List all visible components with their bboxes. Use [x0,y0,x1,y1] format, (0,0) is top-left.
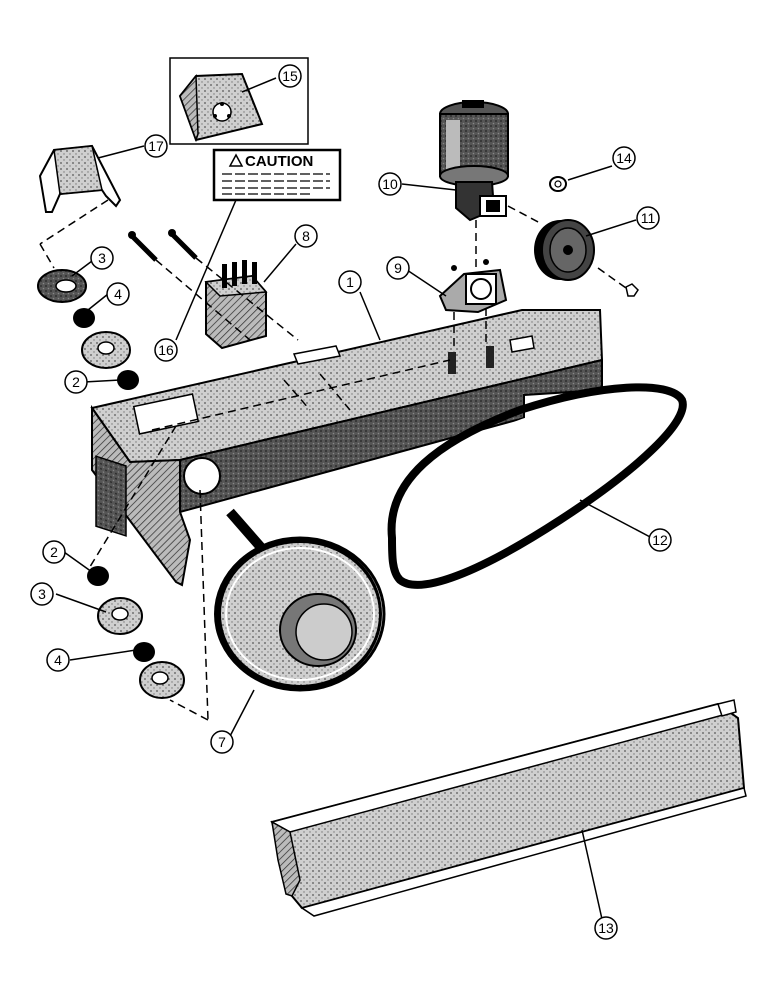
plug-cover [169,57,309,145]
callout-number: 14 [616,150,632,166]
callout-motor-pulley: 11 [636,206,660,230]
callout-circle [338,270,362,294]
callout-number: 16 [158,342,174,358]
bracket [38,144,122,213]
callout-circle [42,540,66,564]
callout-circle [594,916,618,940]
callout-number: 7 [218,734,226,750]
caution-decal: CAUTION [212,148,342,202]
callout-circle [648,528,672,552]
callout-number: 3 [38,586,46,602]
upper-bearing-stack [37,269,139,390]
callout-number: 15 [282,68,298,84]
drive-pulley [214,508,386,692]
motor [439,100,509,222]
callout-number: 10 [382,176,398,192]
callout-bearing-upper: 4 [106,282,130,306]
callout-number: 2 [72,374,80,390]
callout-number: 4 [114,286,122,302]
callout-switch-block: 8 [294,224,318,248]
callout-circle [90,246,114,270]
callout-bushing-upper: 2 [64,370,88,394]
callout-motor-bracket: 9 [386,256,410,280]
caution-label: CAUTION [245,153,313,170]
callout-circle [386,256,410,280]
callout-bearing-lower: 4 [46,648,70,672]
callout-decal: 16 [154,338,178,362]
callout-frame: 1 [338,270,362,294]
callout-cover: 13 [594,916,618,940]
callout-circle [106,282,130,306]
callout-circle [46,648,70,672]
frame [90,309,604,587]
lower-bearing-stack [87,566,185,699]
callout-circle [64,370,88,394]
callout-circle [210,730,234,754]
callout-number: 3 [98,250,106,266]
motor-bracket [438,259,508,314]
bolts [128,229,198,262]
callout-washer: 14 [612,146,636,170]
callout-circle [278,64,302,88]
callout-number: 4 [54,652,62,668]
callout-circle [612,146,636,170]
callout-bushing-lower: 2 [42,540,66,564]
callout-motor: 10 [378,172,402,196]
callout-number: 11 [641,210,656,226]
callout-circle [294,224,318,248]
callout-circle [154,338,178,362]
callout-flange-upper: 3 [90,246,114,270]
callout-bracket: 17 [144,134,168,158]
callout-circle [636,206,660,230]
callout-circle [30,582,54,606]
callout-number: 8 [302,228,310,244]
callout-circle [144,134,168,158]
callout-plug-cover: 15 [278,64,302,88]
callout-belt: 12 [648,528,672,552]
callout-flange-lower: 3 [30,582,54,606]
callout-number: 17 [148,138,164,154]
callout-number: 1 [346,274,354,290]
leader-lines [55,77,653,929]
callout-number: 2 [50,544,58,560]
cover [270,699,747,917]
washer [549,176,567,192]
callout-drive-pulley: 7 [210,730,234,754]
callout-number: 12 [652,532,668,548]
motor-pulley [534,219,639,297]
assembly-lines [39,199,627,721]
switch-block [204,260,268,350]
callout-circle [378,172,402,196]
belt [387,383,687,589]
callout-number: 13 [598,920,614,936]
callout-number: 9 [394,260,402,276]
